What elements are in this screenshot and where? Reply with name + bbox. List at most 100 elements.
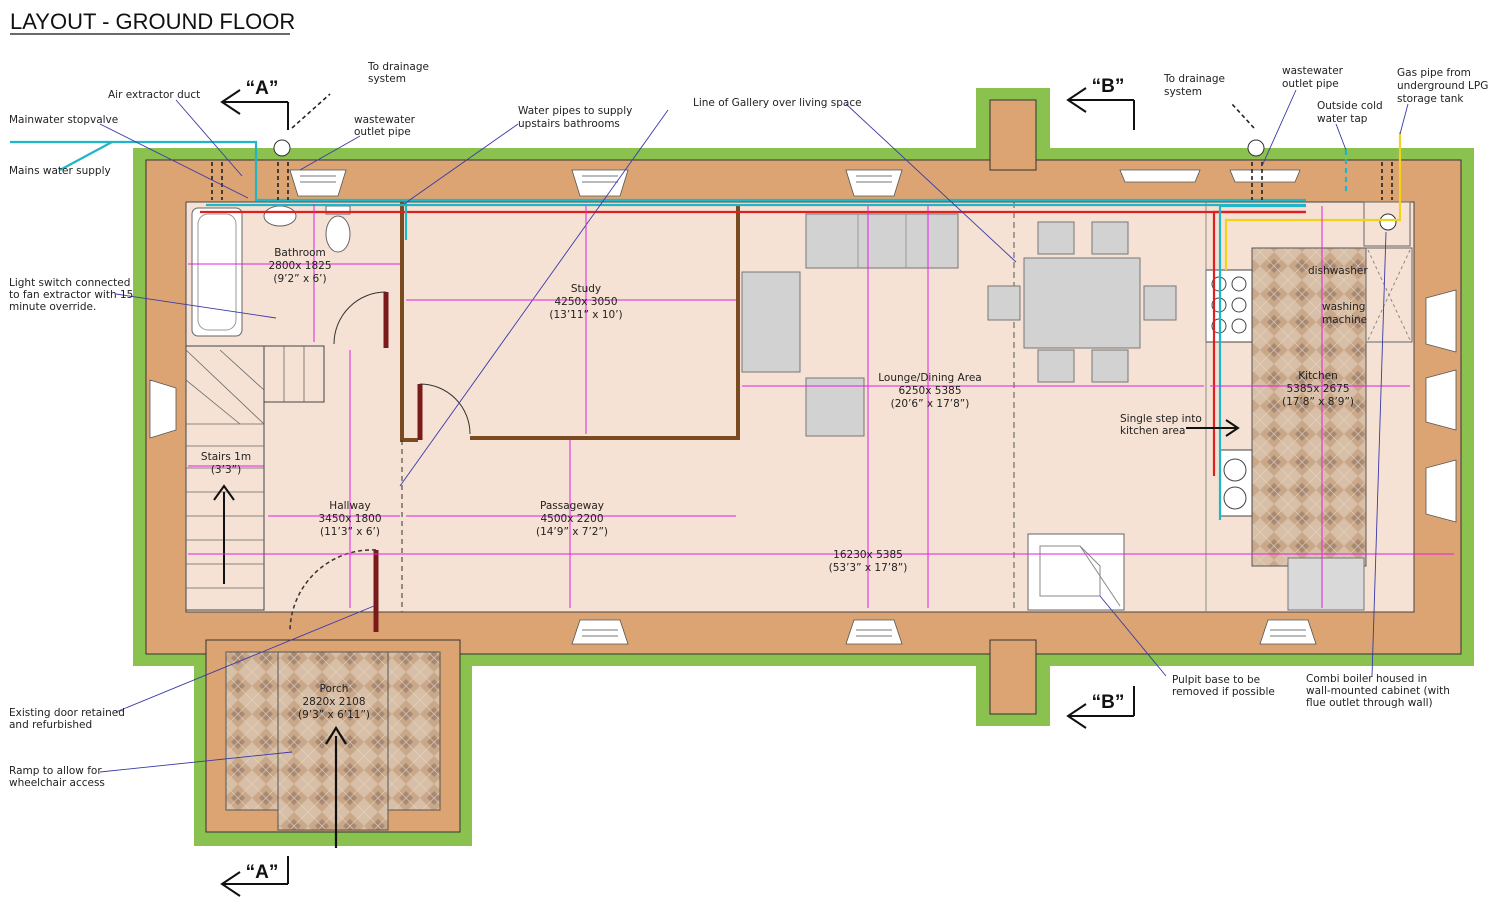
- dimension-lines: [188, 204, 1454, 608]
- svg-text:kitchen area: kitchen area: [1120, 425, 1185, 437]
- svg-text:“A”: “A”: [246, 78, 279, 99]
- svg-text:Hallway: Hallway: [329, 500, 370, 512]
- svg-text:2820x 2108: 2820x 2108: [303, 696, 366, 708]
- lounge-furniture: [741, 213, 959, 437]
- plan-title: LAYOUT - GROUND FLOOR: [10, 9, 295, 34]
- gallery-line: [399, 109, 669, 487]
- label-dishwasher: dishwasher: [1308, 265, 1368, 277]
- note-light-switch: Light switch connected: [9, 277, 130, 289]
- windows-top: [289, 169, 1301, 197]
- note-drainage-left: To drainage: [367, 61, 429, 73]
- svg-text:Kitchen: Kitchen: [1298, 370, 1337, 382]
- svg-text:and refurbished: and refurbished: [9, 719, 92, 731]
- svg-text:Porch: Porch: [320, 683, 349, 695]
- note-single-step: Single step into: [1120, 413, 1202, 425]
- note-existing-door: Existing door retained: [9, 707, 125, 719]
- room-porch: Porch 2820x 2108 (9’3” x 6’11”): [298, 683, 370, 721]
- svg-text:Lounge/Dining Area: Lounge/Dining Area: [878, 372, 981, 384]
- note-cold-tap: Outside cold: [1317, 100, 1383, 112]
- note-ramp: Ramp to allow for: [9, 765, 102, 777]
- windows-sides: [149, 289, 1457, 523]
- section-marker-a-top: “A”: [220, 78, 289, 130]
- step-arrow: [1186, 419, 1240, 437]
- room-hallway: Hallway 3450x 1800 (11’3” x 6’): [319, 500, 382, 538]
- pipes: [10, 132, 1402, 520]
- note-water-pipes: Water pipes to supply: [518, 105, 632, 117]
- svg-text:water tap: water tap: [1317, 113, 1368, 125]
- label-washing-machine: washing: [1322, 301, 1365, 313]
- svg-text:wall-mounted cabinet (with: wall-mounted cabinet (with: [1306, 685, 1450, 697]
- svg-text:outlet pipe: outlet pipe: [1282, 78, 1339, 90]
- leader-lines: [99, 89, 1409, 773]
- svg-text:system: system: [1164, 86, 1202, 98]
- svg-text:(11’3” x 6’): (11’3” x 6’): [320, 526, 380, 538]
- svg-text:flue outlet through wall): flue outlet through wall): [1306, 697, 1433, 709]
- svg-text:(3’3”): (3’3”): [211, 464, 241, 476]
- svg-text:Passageway: Passageway: [540, 500, 604, 512]
- room-bathroom: Bathroom 2800x 1825 (9’2” x 6’): [269, 247, 332, 285]
- dining-set: [987, 221, 1177, 383]
- svg-text:system: system: [368, 73, 406, 85]
- svg-text:3450x 1800: 3450x 1800: [319, 513, 382, 525]
- svg-text:Stairs 1m: Stairs 1m: [201, 451, 251, 463]
- pulpit-base: [1027, 533, 1125, 611]
- svg-text:Bathroom: Bathroom: [274, 247, 326, 259]
- porch-tiles: [225, 651, 441, 831]
- note-drainage-right: To drainage: [1163, 73, 1225, 85]
- section-marker-b-top: “B”: [1066, 76, 1135, 130]
- section-marker-b-bottom: “B”: [1066, 686, 1135, 729]
- boiler: [1379, 213, 1397, 231]
- room-kitchen: Kitchen 5385x 2675 (17’8” x 8’9”): [1282, 370, 1354, 408]
- annotations: To drainage system Air extractor duct Ma…: [9, 61, 1488, 789]
- room-lounge: Lounge/Dining Area 6250x 5385 (20’6” x 1…: [878, 372, 981, 410]
- fridge: [1287, 557, 1365, 611]
- bathtub: [191, 207, 243, 337]
- svg-text:machine: machine: [1322, 314, 1367, 326]
- svg-text:6250x 5385: 6250x 5385: [899, 385, 962, 397]
- note-air-extractor: Air extractor duct: [108, 89, 200, 101]
- svg-text:underground LPG: underground LPG: [1397, 80, 1488, 92]
- kitchen-worktop: [1251, 247, 1367, 567]
- svg-text:“A”: “A”: [246, 862, 279, 883]
- svg-text:4250x 3050: 4250x 3050: [555, 296, 618, 308]
- windows-bottom: [571, 619, 1317, 645]
- svg-text:4500x 2200: 4500x 2200: [541, 513, 604, 525]
- room-stairs: Stairs 1m (3’3”): [201, 451, 251, 476]
- svg-text:(13’11” x 10’): (13’11” x 10’): [549, 309, 622, 321]
- svg-text:(20’6” x 17’8”): (20’6” x 17’8”): [891, 398, 970, 410]
- svg-text:“B”: “B”: [1092, 76, 1125, 97]
- drain-gully-left: [273, 139, 291, 157]
- interior-walls: [373, 202, 1207, 632]
- svg-text:2800x 1825: 2800x 1825: [269, 260, 332, 272]
- svg-text:5385x 2675: 5385x 2675: [1287, 383, 1350, 395]
- svg-text:to fan extractor with 15: to fan extractor with 15: [9, 289, 133, 301]
- svg-text:storage tank: storage tank: [1397, 93, 1464, 105]
- kitchen-sink: [1219, 449, 1253, 517]
- note-mains-supply: Mains water supply: [9, 165, 111, 177]
- room-study: Study 4250x 3050 (13’11” x 10’): [549, 283, 622, 321]
- svg-text:(9’2” x 6’): (9’2” x 6’): [273, 273, 326, 285]
- svg-text:removed if possible: removed if possible: [1172, 686, 1275, 698]
- room-passageway: Passageway 4500x 2200 (14’9” x 7’2”): [536, 500, 608, 538]
- svg-text:outlet pipe: outlet pipe: [354, 126, 411, 138]
- note-gas-pipe: Gas pipe from: [1397, 67, 1471, 79]
- room-labels: Bathroom 2800x 1825 (9’2” x 6’) Study 42…: [201, 247, 1354, 721]
- drain-pipes: [211, 93, 1393, 200]
- drain-gully-right: [1247, 139, 1265, 157]
- staircase: [185, 345, 325, 611]
- svg-text:16230x 5385: 16230x 5385: [833, 549, 903, 561]
- section-marker-a-bottom: “A”: [220, 856, 289, 897]
- note-waste-left: wastewater: [354, 114, 416, 126]
- svg-text:(17’8” x 8’9”): (17’8” x 8’9”): [1282, 396, 1354, 408]
- note-gallery: Line of Gallery over living space: [693, 97, 862, 109]
- door-swings: [289, 291, 471, 633]
- note-stopvalve: Mainwater stopvalve: [9, 114, 118, 126]
- basin: [263, 205, 297, 227]
- svg-text:(53’3” x 17’8”): (53’3” x 17’8”): [829, 562, 908, 574]
- svg-text:“B”: “B”: [1092, 692, 1125, 713]
- svg-text:Study: Study: [571, 283, 601, 295]
- svg-text:minute override.: minute override.: [9, 301, 96, 313]
- note-boiler: Combi boiler housed in: [1306, 673, 1427, 685]
- svg-text:(9’3” x 6’11”): (9’3” x 6’11”): [298, 709, 370, 721]
